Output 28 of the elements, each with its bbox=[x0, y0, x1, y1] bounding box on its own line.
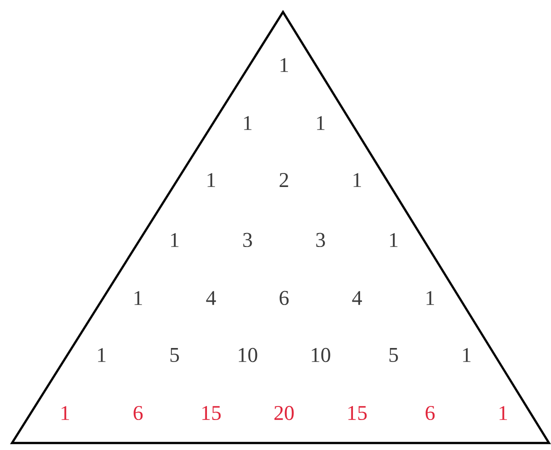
number: 10 bbox=[238, 348, 258, 362]
number: 6 bbox=[134, 406, 143, 420]
number: 1 bbox=[171, 233, 178, 247]
number: 3 bbox=[316, 232, 325, 248]
number: 5 bbox=[389, 348, 398, 362]
number: 1 bbox=[390, 233, 398, 247]
number: 15 bbox=[348, 406, 367, 420]
number: 1 bbox=[426, 291, 434, 305]
number: 6 bbox=[280, 290, 289, 306]
number: 5 bbox=[170, 348, 179, 362]
number: 1 bbox=[317, 116, 324, 130]
number: 4 bbox=[352, 291, 362, 305]
number: 10 bbox=[312, 348, 330, 362]
number: 4 bbox=[206, 291, 216, 305]
number: 20 bbox=[274, 406, 294, 420]
number: 1 bbox=[208, 173, 215, 187]
number: 1 bbox=[354, 173, 361, 187]
number: 2 bbox=[280, 173, 288, 187]
number: 1 bbox=[62, 406, 69, 420]
number: 15 bbox=[202, 406, 221, 420]
number: 1 bbox=[500, 406, 507, 420]
number: 1 bbox=[98, 348, 106, 362]
number: 1 bbox=[134, 291, 142, 305]
number: 1 bbox=[463, 348, 470, 362]
number: 1 bbox=[280, 58, 288, 72]
number: 6 bbox=[426, 406, 435, 420]
number: 3 bbox=[243, 232, 252, 248]
number: 1 bbox=[244, 116, 252, 130]
